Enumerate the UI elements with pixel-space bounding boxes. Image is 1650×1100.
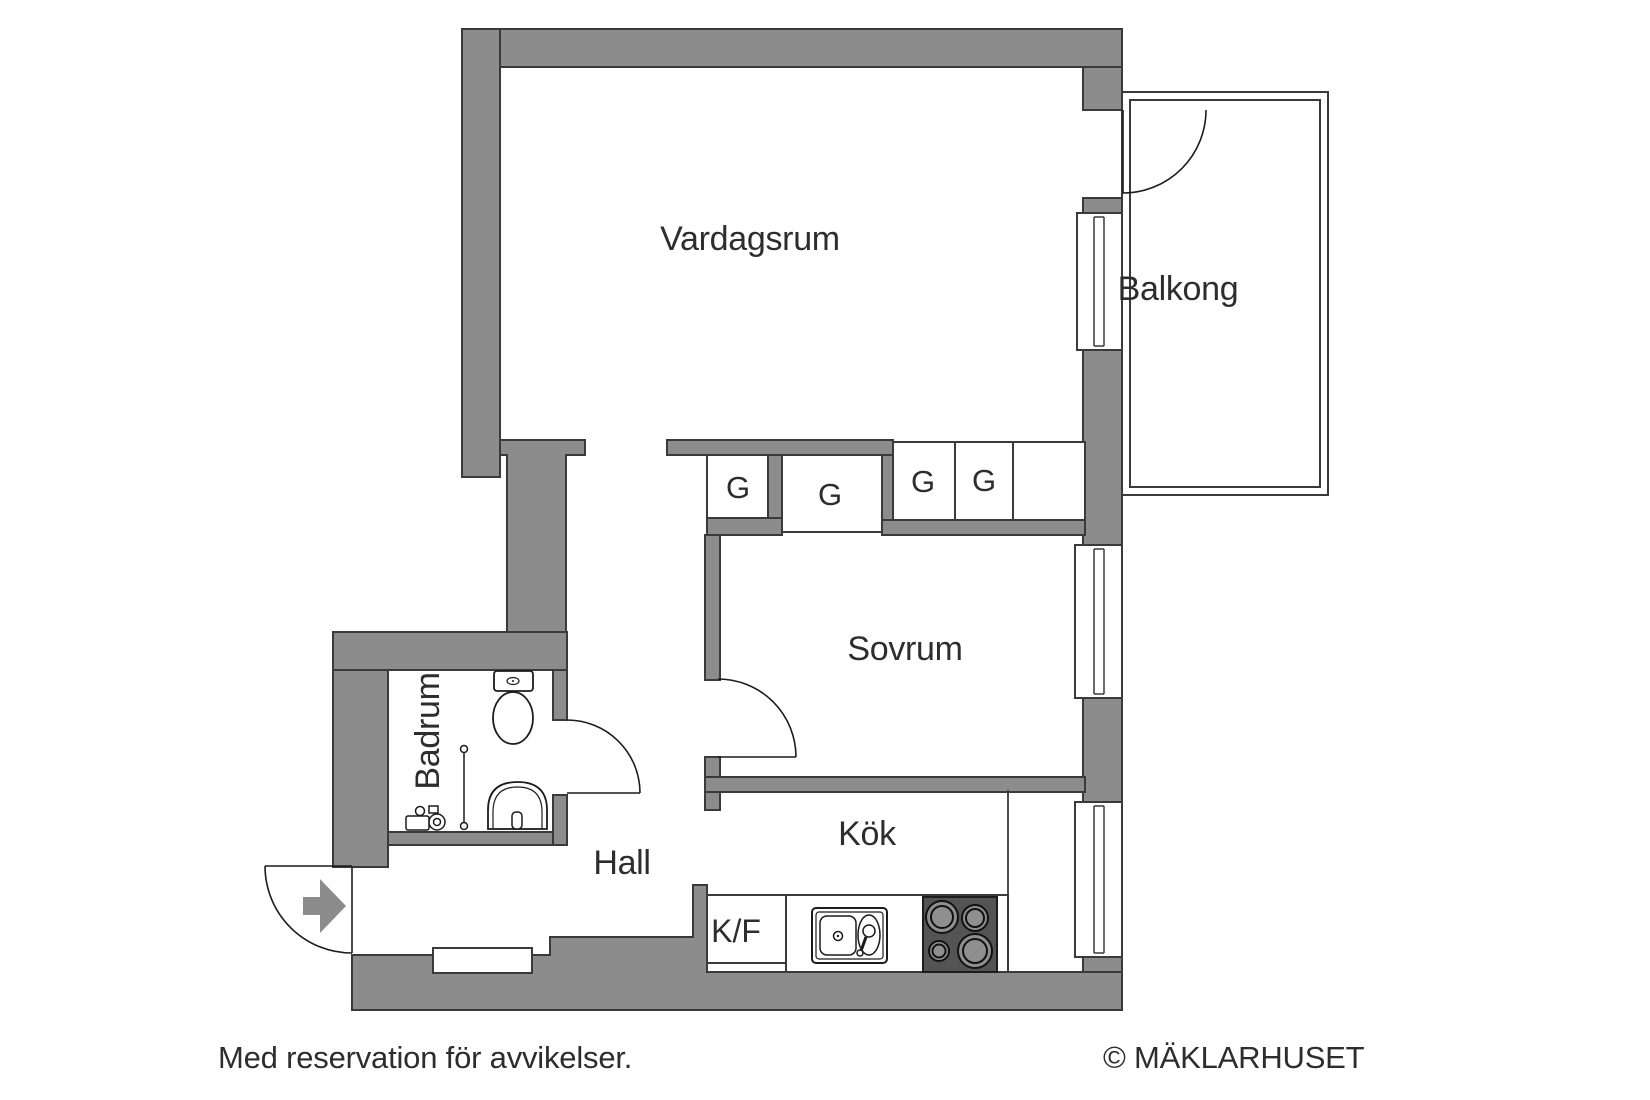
doormat [432,947,533,974]
balcony-door-arc [1122,109,1207,194]
walls [303,28,1123,1011]
wall-right-3 [1082,349,1123,546]
wall-sovrum-kok [704,776,1086,793]
room-label-sovrum: Sovrum [847,630,962,668]
window-balcony [1076,212,1123,351]
washing-machine-icon [405,805,446,831]
wall-corridor-west [499,439,586,636]
window-sovrum [1074,544,1123,699]
shower-rail-icon [459,744,469,831]
bathroom-fixtures [405,670,548,831]
wall-sovrum-west [704,534,721,681]
labels: Vardagsrum Balkong Sovrum Kök Hall Badru… [218,220,1365,1075]
bathroom-sink-icon [487,781,548,830]
closet-box-row [892,441,1086,521]
wall-under-closet-1 [706,517,783,536]
wall-badrum-top [332,631,568,671]
footer-disclaimer: Med reservation för avvikelser. [218,1040,632,1075]
wall-closet-band-bottom [881,519,1086,536]
kitchen-fixtures [706,790,1009,973]
windows [1074,212,1123,958]
closet-box-2 [781,454,883,533]
sovrum-door-arc [717,678,797,758]
wall-right-4 [1082,697,1123,803]
room-label-balkong: Balkong [1118,270,1239,308]
closet-boxes [706,441,1086,533]
toilet-icon [492,670,534,745]
room-label-vardagsrum: Vardagsrum [660,220,840,258]
wall-badrum-right-lower [552,794,568,846]
balcony-outline [1121,91,1329,496]
stove-icon [922,896,998,973]
wall-closet-sep-1 [767,454,783,519]
wall-bottom [351,884,1123,1011]
closet-box-1 [706,454,769,519]
entry-door-arc [264,865,353,954]
wall-badrum-right-upper [552,669,568,721]
wall-closet-sep-2 [881,454,894,521]
wall-right-2 [1082,197,1123,214]
room-label-badrum: Badrum [409,672,447,789]
closet-label-3: G [911,464,935,499]
kitchen-sink-icon [811,907,888,964]
wall-right-1 [1082,66,1123,111]
closet-label-2: G [818,477,842,512]
room-label-kok: Kök [838,815,897,853]
doors [264,109,1207,954]
closet-label-1: G [726,470,750,505]
wall-right-5 [1082,956,1123,973]
wall-badrum-left [332,669,389,868]
wall-left [461,28,501,478]
footer-copyright: © MÄKLARHUSET [1103,1040,1365,1075]
badrum-door-arc [566,719,641,794]
closet-label-4: G [972,463,996,498]
wall-badrum-bottom [387,831,568,846]
label-fridge-freezer: K/F [711,913,761,949]
fridge-freezer-box [706,894,787,964]
wall-closet-band-top [666,439,894,456]
room-label-hall: Hall [593,844,650,882]
window-kok [1074,801,1123,958]
wall-top [461,28,1123,68]
entry-arrow-icon [303,879,346,933]
